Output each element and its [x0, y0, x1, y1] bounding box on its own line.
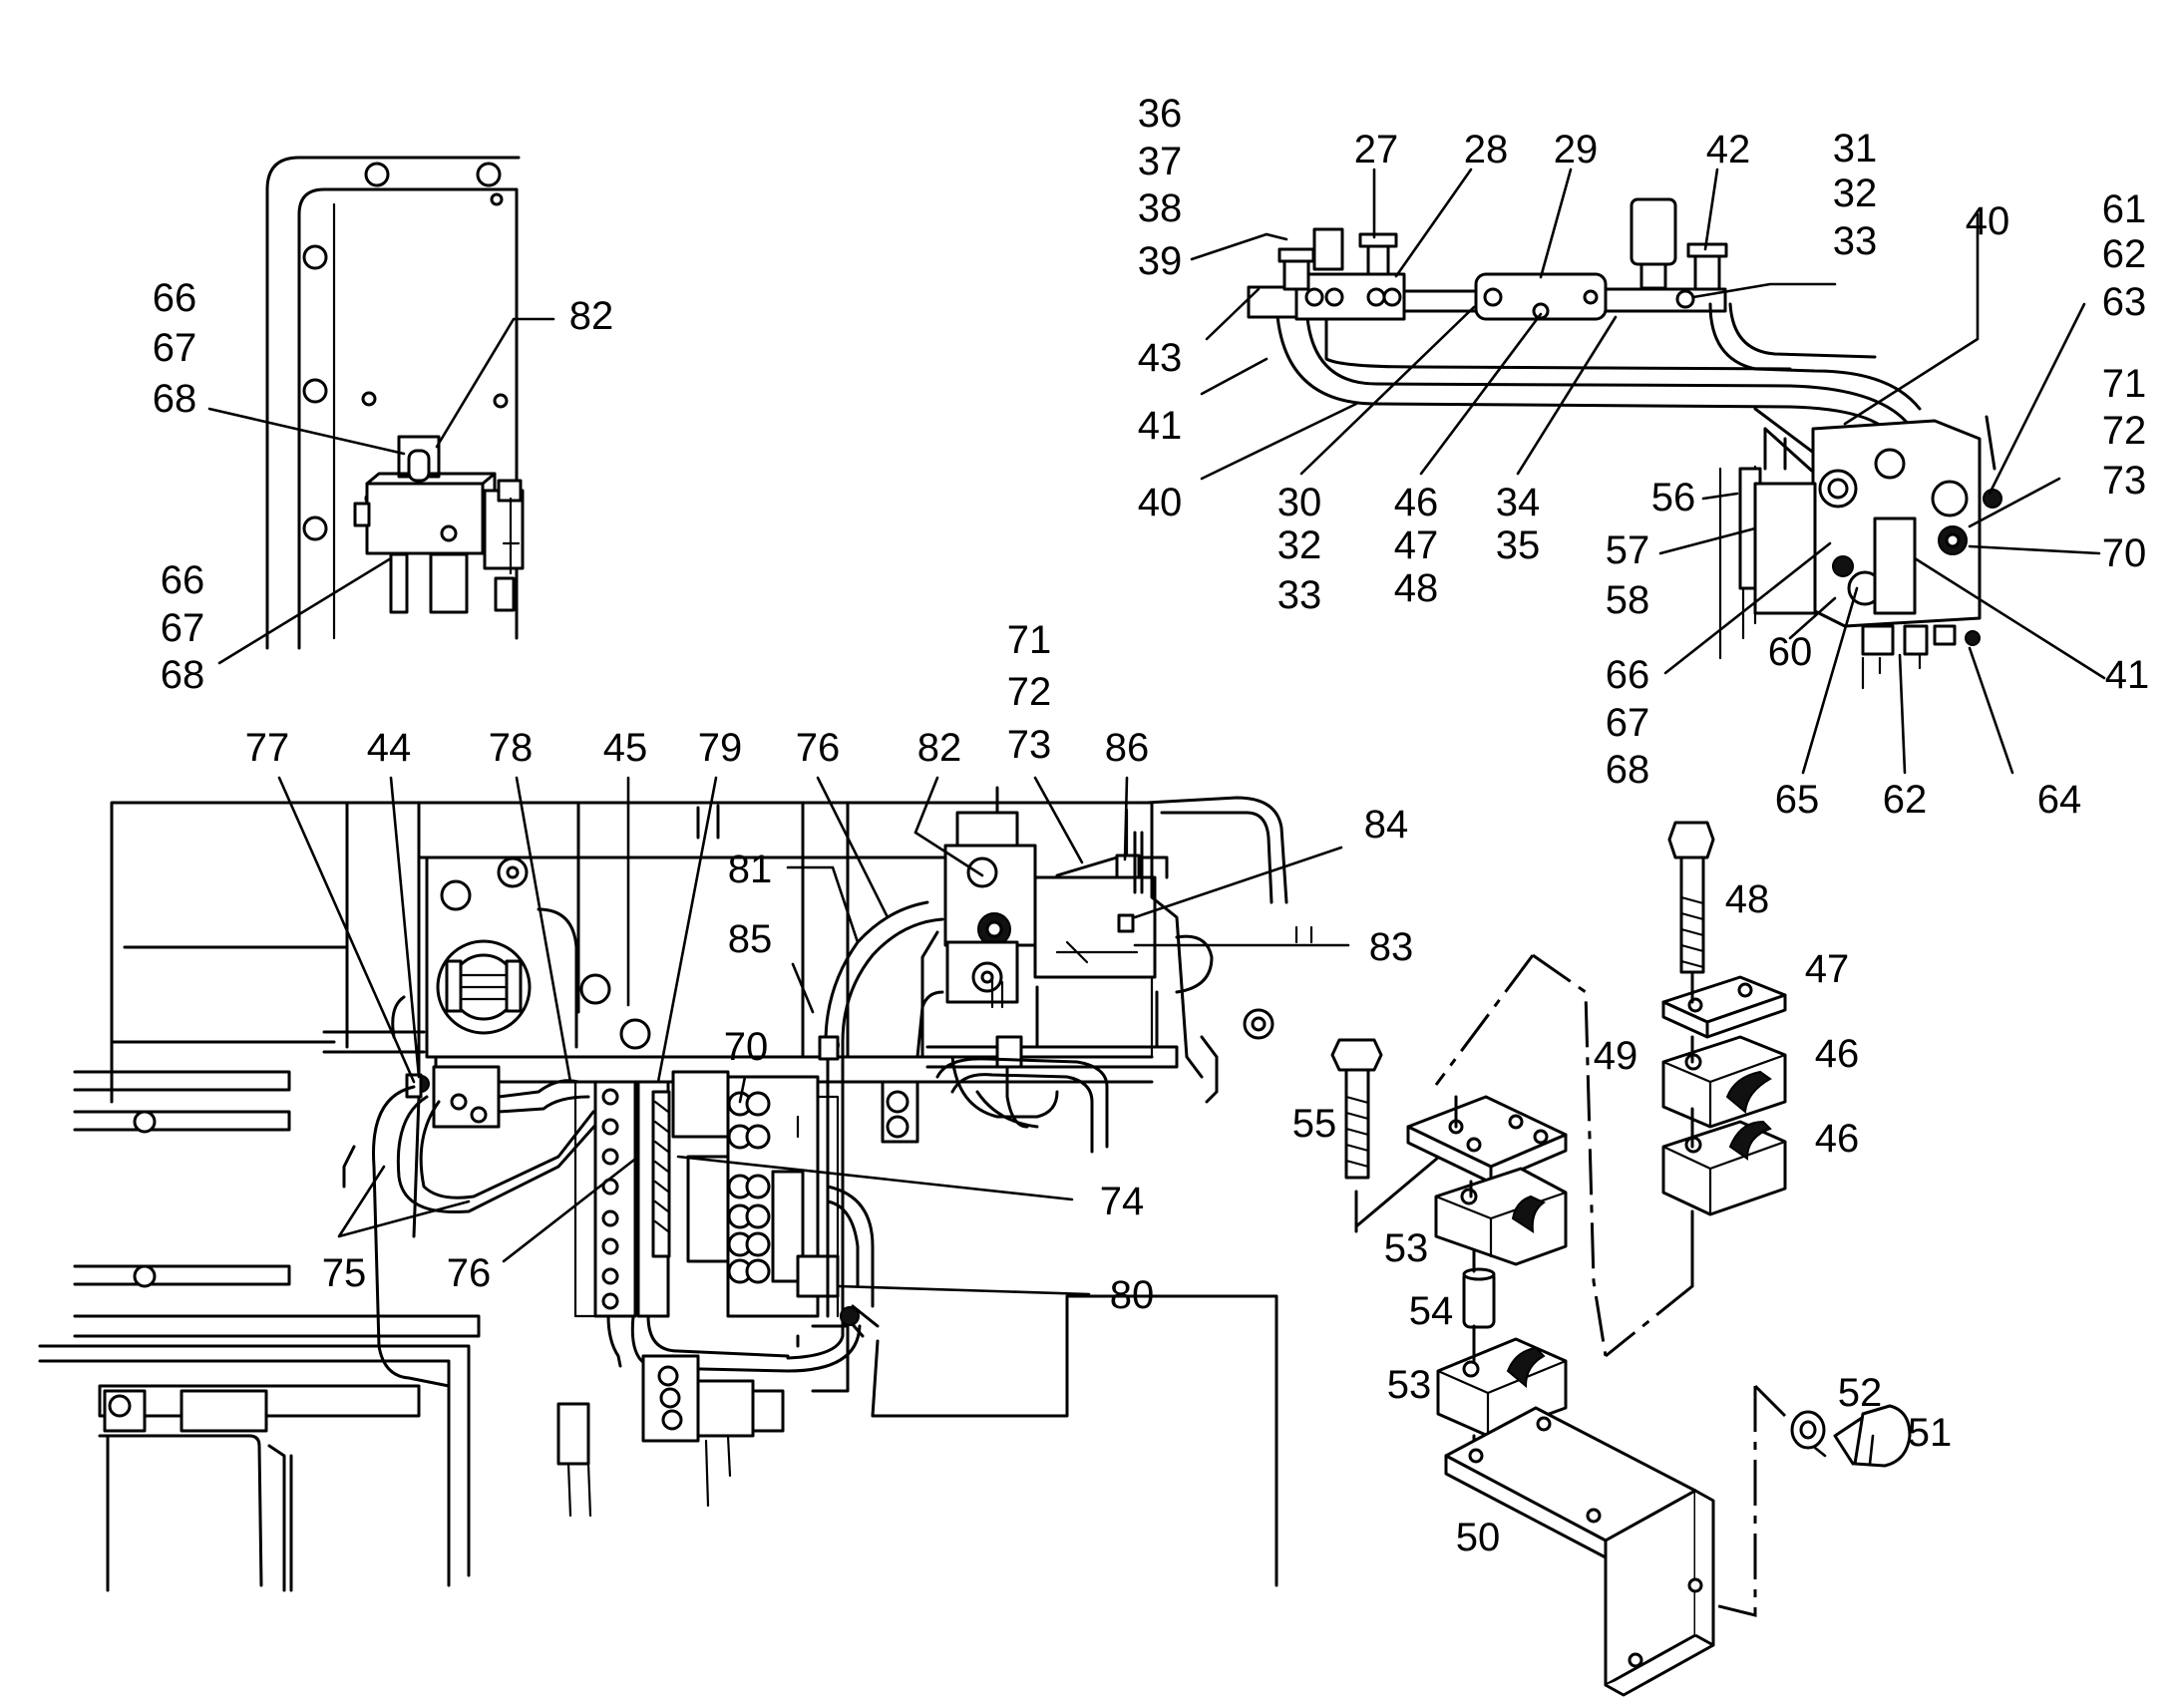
main-machine-view	[38, 786, 1313, 1592]
callout-label: 84	[1364, 803, 1409, 847]
callout-label: 71	[2102, 362, 2147, 406]
callout-label: 47	[1394, 523, 1439, 567]
callout-label: 75	[322, 1251, 367, 1295]
callout-label: 46	[1815, 1117, 1860, 1161]
callout-label: 70	[724, 1025, 769, 1069]
callout-label: 66	[1606, 653, 1650, 697]
callout-label: 68	[153, 377, 197, 421]
callout-label: 82	[917, 726, 962, 770]
callout-label: 43	[1138, 336, 1183, 380]
callout-label: 29	[1554, 128, 1599, 171]
callout-label: 45	[603, 726, 648, 770]
callout-label: 38	[1138, 186, 1183, 230]
callout-label: 52	[1838, 1371, 1883, 1415]
callout-label: 36	[1138, 92, 1183, 136]
callout-label: 37	[1138, 140, 1183, 183]
callout-label: 28	[1464, 128, 1509, 171]
callout-label: 31	[1833, 127, 1878, 171]
callout-label: 81	[728, 848, 773, 891]
callout-label: 57	[1606, 528, 1650, 572]
callout-label: 67	[1606, 701, 1650, 745]
callout-label: 86	[1105, 726, 1150, 770]
callout-label: 35	[1496, 523, 1541, 567]
callout-label: 56	[1651, 476, 1696, 519]
callout-label: 46	[1394, 481, 1439, 524]
callout-label: 49	[1594, 1034, 1638, 1078]
callout-label: 73	[1007, 723, 1052, 767]
callout-label: 39	[1138, 239, 1183, 283]
callout-label: 77	[245, 726, 290, 770]
callout-label: 72	[1007, 670, 1052, 714]
callout-label: 78	[489, 726, 534, 770]
clamp-exploded-view	[1330, 821, 1912, 1697]
callout-label: 68	[161, 653, 205, 697]
callout-label: 67	[161, 606, 205, 650]
callout-label: 32	[1833, 171, 1878, 215]
callout-label: 27	[1354, 128, 1399, 171]
callout-label: 64	[2037, 778, 2082, 822]
callout-label: 71	[1007, 618, 1052, 662]
callout-label: 74	[1100, 1180, 1145, 1223]
callout-label: 50	[1456, 1516, 1501, 1559]
callout-label: 48	[1394, 566, 1439, 610]
callout-label: 82	[569, 294, 614, 338]
callout-label: 42	[1706, 128, 1751, 171]
callout-label: 68	[1606, 748, 1650, 792]
callout-label: 53	[1387, 1363, 1432, 1407]
callout-label: 34	[1496, 481, 1541, 524]
callout-label: 32	[1277, 523, 1322, 567]
callout-label: 63	[2102, 280, 2147, 324]
callout-label: 73	[2102, 459, 2147, 503]
callout-label: 66	[161, 558, 205, 602]
inset-valve-assembly	[265, 156, 525, 650]
callout-label: 41	[2105, 653, 2150, 697]
callout-label: 60	[1768, 630, 1813, 674]
callout-label: 30	[1277, 481, 1322, 524]
manifold-assembly	[1247, 197, 2002, 690]
callout-label: 79	[698, 726, 743, 770]
callout-label: 70	[2102, 531, 2147, 575]
callout-label: 55	[1292, 1102, 1337, 1146]
callout-label: 51	[1908, 1411, 1953, 1455]
callout-label: 67	[153, 326, 197, 370]
callout-label: 41	[1138, 404, 1183, 448]
callout-label: 65	[1775, 778, 1820, 822]
callout-label: 54	[1409, 1289, 1454, 1333]
callout-label: 48	[1725, 877, 1770, 921]
callout-label: 72	[2102, 409, 2147, 453]
callout-label: 76	[796, 726, 841, 770]
callout-label: 80	[1110, 1273, 1155, 1317]
callout-labels: 66 67 68 82 66 67 68 36 37 38 39 27 28 2…	[153, 92, 2150, 1559]
callout-label: 46	[1815, 1032, 1860, 1076]
callout-label: 33	[1277, 573, 1322, 617]
callout-label: 85	[728, 917, 773, 961]
callout-label: 53	[1384, 1226, 1429, 1270]
callout-label: 58	[1606, 578, 1650, 622]
callout-label: 44	[367, 726, 412, 770]
callout-label: 47	[1805, 947, 1850, 991]
callout-label: 40	[1966, 199, 2010, 243]
callout-label: 33	[1833, 219, 1878, 263]
leader-lines	[207, 168, 2106, 1466]
callout-label: 62	[2102, 232, 2147, 276]
callout-label: 61	[2102, 187, 2147, 231]
callout-label: 40	[1138, 481, 1183, 524]
callout-label: 66	[153, 276, 197, 320]
callout-label: 62	[1883, 778, 1928, 822]
callout-label: 83	[1369, 925, 1414, 969]
callout-label: 76	[447, 1251, 492, 1295]
